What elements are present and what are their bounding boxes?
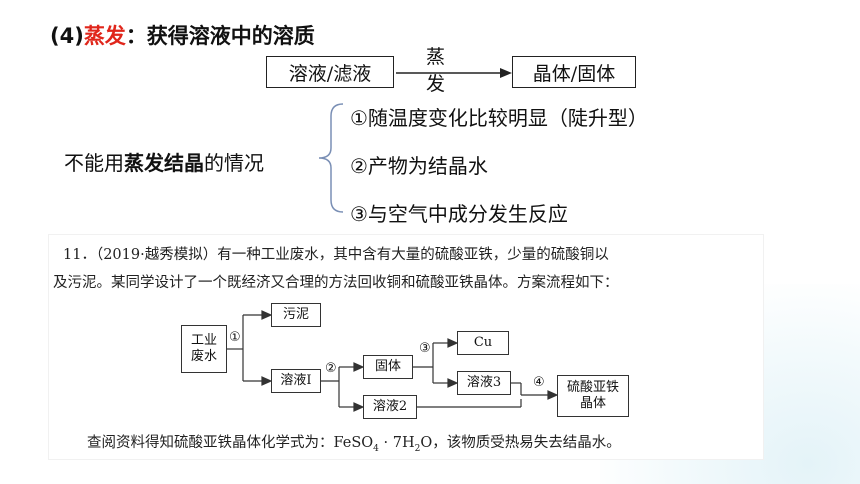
footer-sub-2: 2 <box>414 443 421 454</box>
footer-mid: · 7H <box>378 435 415 451</box>
flow-product-line-2: 晶体 <box>579 396 606 411</box>
section-heading: (4)蒸发：获得溶液中的溶质 <box>50 20 315 50</box>
footer-post: O，该物质受热易失去结晶水。 <box>420 435 621 451</box>
evaporation-arrow-label: 蒸发 <box>426 46 446 95</box>
heading-keyword: 蒸发 <box>83 24 126 48</box>
flow-connectors <box>227 310 559 412</box>
heading-rest: ：获得溶液中的溶质 <box>125 24 315 48</box>
step-4: ④ <box>533 375 545 390</box>
flow-box-solution2: 溶液2 <box>363 395 417 419</box>
cases-label: 不能用蒸发结晶的情况 <box>64 147 264 176</box>
brace <box>318 103 344 213</box>
case-item-2: ②产物为结晶水 <box>350 154 488 178</box>
problem-line-1: 11．（2019·越秀模拟）有一种工业废水，其中含有大量的硫酸亚铁，少量的硫酸铜… <box>63 247 609 263</box>
flow-box-solution1: 溶液Ⅰ <box>271 369 321 393</box>
step-1: ① <box>229 330 241 345</box>
case-item-1: ①随温度变化比较明显（陡升型） <box>350 106 648 130</box>
flow-box-cu: Cu <box>457 331 509 355</box>
flow-wastewater-line-1: 工业 <box>190 333 217 348</box>
footer-pre: 查阅资料得知硫酸亚铁晶体化学式为：FeSO <box>87 435 374 451</box>
problem-panel: 11．（2019·越秀模拟）有一种工业废水，其中含有大量的硫酸亚铁，少量的硫酸铜… <box>48 234 764 460</box>
flow-box-solid: 固体 <box>363 355 413 379</box>
footer-sub-1: 4 <box>373 443 379 454</box>
flow-box-product: 硫酸亚铁晶体 <box>557 375 629 417</box>
cases-label-pre: 不能用 <box>64 151 124 175</box>
flow-product-line-1: 硫酸亚铁 <box>566 380 619 395</box>
evaporation-arrow <box>396 68 512 78</box>
problem-line-2: 及污泥。某同学设计了一个既经济又合理的方法回收铜和硫酸亚铁晶体。方案流程如下： <box>53 275 619 291</box>
cases-label-bold: 蒸发结晶 <box>124 151 204 175</box>
flow-box-sludge: 污泥 <box>271 303 321 327</box>
cases-label-post: 的情况 <box>204 151 264 175</box>
source-box: 溶液/滤液 <box>266 56 394 88</box>
result-box: 晶体/固体 <box>512 56 636 88</box>
step-3: ③ <box>419 341 431 356</box>
flow-box-solution3: 溶液3 <box>457 371 511 395</box>
flow-box-wastewater: 工业废水 <box>181 325 227 373</box>
case-item-3: ③与空气中成分发生反应 <box>350 202 568 226</box>
heading-number: (4) <box>50 24 84 48</box>
problem-footer: 查阅资料得知硫酸亚铁晶体化学式为：FeSO4 · 7H2O，该物质受热易失去结晶… <box>87 431 621 454</box>
flow-wastewater-line-2: 废水 <box>190 349 217 364</box>
step-2: ② <box>325 361 337 376</box>
